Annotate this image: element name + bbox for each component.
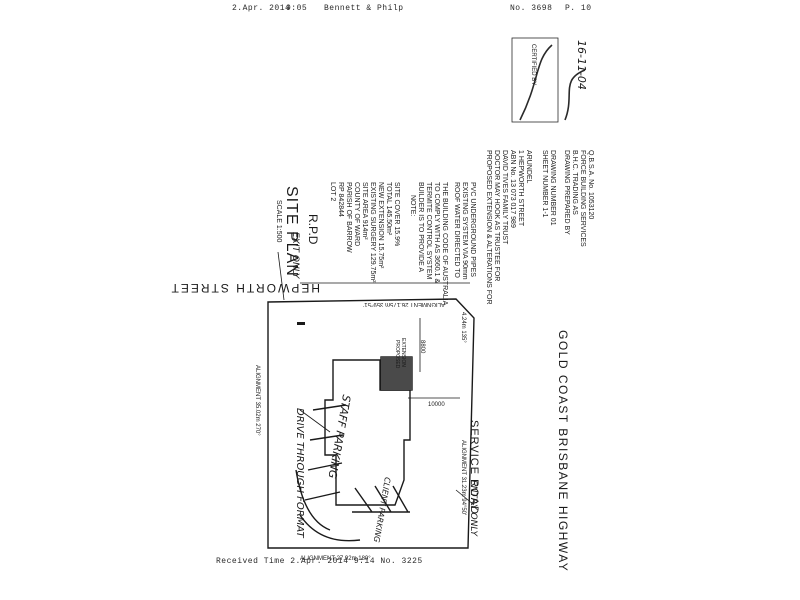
proposal-line: PROPOSED EXTENSION & ALTERATIONS FOR [485,150,492,305]
note-line: TO COMPLY WITH AS 3660.1 & [433,182,440,284]
plan-scale: SCALE 1:500 [275,200,282,243]
proposal-line: ABN No. 13 073 017 989 [509,150,516,228]
proposal-line: 1 HEPWORTH STREET [517,150,524,227]
staff-parking-bays [304,404,347,501]
client-parking-bays [352,485,410,513]
prepared-line: FORCE BUILDING SERVICES [579,150,586,247]
certifier-stamp-label: CERTIFIED BY [530,44,536,86]
entry-only-label: ENTRY ONLY [468,480,478,536]
fax-header-number: No. 3698 [510,4,553,13]
rpd-line: NEW EXTENSION 15.75m² [377,182,384,269]
dim-top: ALIGNMENT 26.175m 359°51' [363,301,445,307]
proposal-line: DOCTOR MAY HOOK AS TRUSTEE FOR [493,150,500,282]
drive-through-label: DRIVE THROUGH FORMAT [294,408,305,538]
rpd-line: EXISTING SURGERY 129.75m² [369,182,376,283]
note-line: THE BUILDING CODE OF AUSTRALIA [441,182,448,306]
property-boundary [267,298,475,549]
rpd-line: COUNTY OF WARD [353,182,360,247]
leader-drive [299,409,331,433]
fax-header-date: 2.Apr. 2014 [232,4,291,13]
dim-8800: 8800 [419,340,425,354]
rpd-line: TOTAL 145.50m² [385,182,392,236]
roof-line: ROOF WATER DIRECTED TO [453,182,460,278]
dim-right: ALIGNMENT 31.23m 94°50' [460,440,466,516]
leader-exit [277,251,285,301]
proposed-extension-fill [381,357,412,390]
rpd-line: LOT 2 [329,182,336,202]
drawing-number: DRAWING NUMBER 01 [549,150,556,226]
prepared-line: DRAWING PREPARED BY [563,150,570,235]
roof-line: PVC UNDERGROUND PIPES [469,182,476,277]
fax-header-time: 9:05 [286,4,308,13]
prepared-line: B.H.C. TRADING AS [571,150,578,215]
prepared-line: Q.B.S.A. No. 1053120 [587,150,594,220]
dim-10000: 10000 [428,402,445,408]
road-highway: GOLD COAST BRISBANE HIGHWAY [556,330,570,573]
dim-corner: 4.24m 135° [460,312,466,343]
note-line: BUILDER IS TO PROVIDE A [417,182,424,272]
driveway-arc [299,514,361,542]
entry-marker [297,322,305,325]
note-line: TERMITE CONTROL SYSTEM [425,182,432,280]
fax-footer: Received Time 2.Apr. 2014 9:14 No. 3225 [216,557,423,566]
rpd-line: PARISH OF BARROW [345,182,352,253]
roof-line: EXISTING SYSTEM VIA 90mm [461,182,468,280]
handwritten-date: 16-11-04 [575,40,588,90]
note-heading: NOTE: [409,195,416,217]
street-hepworth: HEPWORTH STREET [169,281,320,295]
proposed-extension-label-2: EXTENSION [400,338,406,367]
dim-left: ALIGNMENT 35.02m 270° [254,365,260,436]
sheet-number: SHEET NUMBER 1-1 [541,150,548,218]
exit-only-label: EXIT ONLY [290,232,300,279]
rpd-line: SITE AREA 914m² [361,182,368,240]
fax-header-page: P. 10 [565,4,592,13]
certifier-stamp [511,37,586,123]
proposal-line: ARUNDEL [525,150,532,184]
proposal-line: DAVID TIVES FAMILY TRUST [501,150,508,245]
leader-entry [455,489,475,506]
rpd-heading: R.P.D [306,214,320,245]
rpd-line: RP 842844 [337,182,344,217]
fax-header-sender: Bennett & Philp [324,4,404,13]
dim-bottom-left: ALIGNMENT 27.92m 180° [300,556,371,562]
driveway-arc-2 [295,469,331,531]
rpd-line: SITE COVER 15.9% [393,182,400,247]
